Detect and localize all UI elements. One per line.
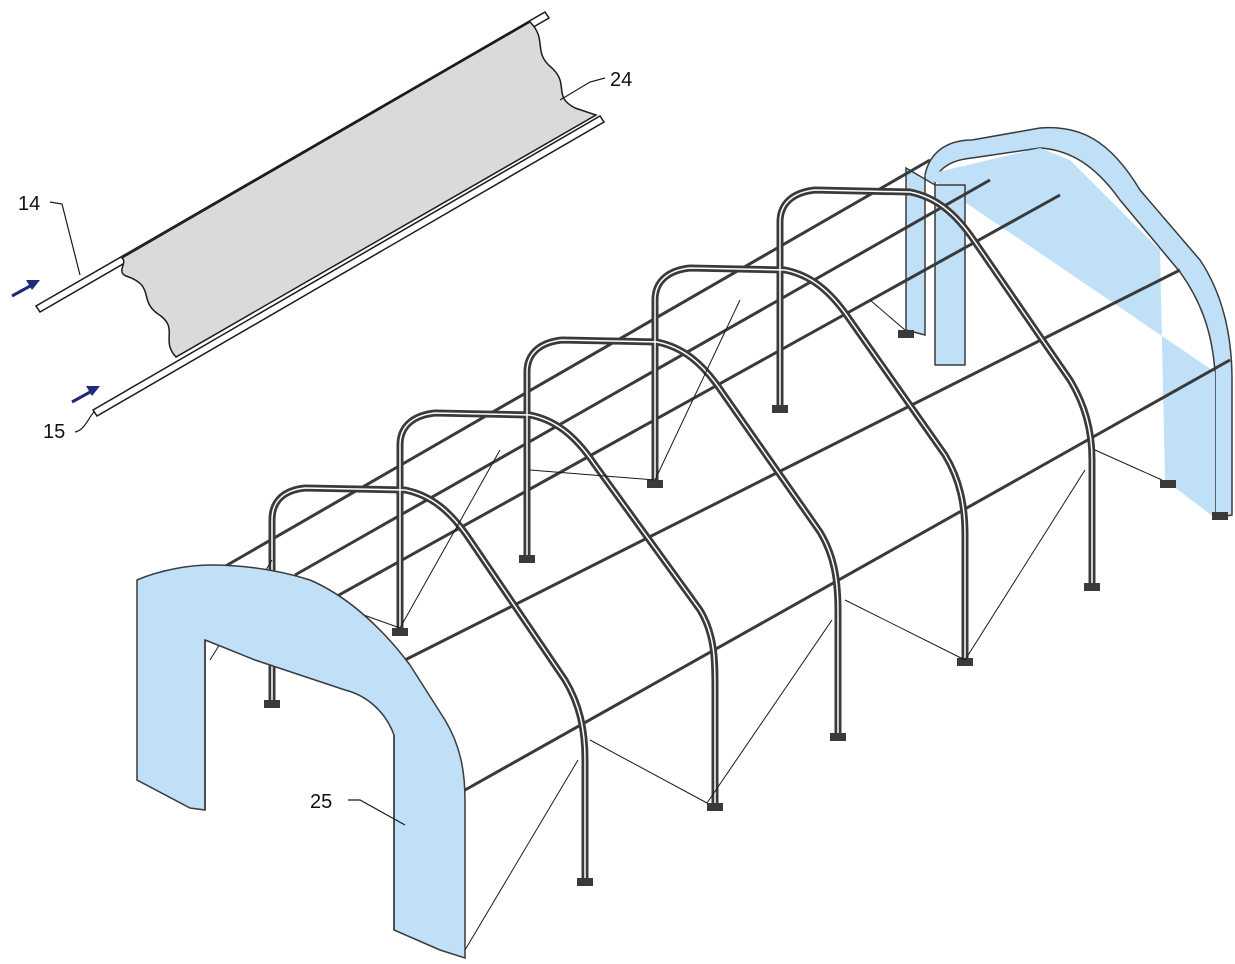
leader-15 <box>74 411 95 433</box>
front-end-wall <box>136 564 466 960</box>
label-14: 14 <box>18 193 40 215</box>
fabric-panel <box>120 21 598 358</box>
leader-24 <box>559 77 606 101</box>
roof-panel-detail <box>11 10 606 418</box>
rear-end-wall <box>905 126 1233 519</box>
base-plates <box>264 330 1228 886</box>
keder-tube-lower <box>91 114 606 418</box>
truss-inner <box>271 189 1093 880</box>
arch-3 <box>523 336 842 735</box>
leader-14 <box>49 201 81 276</box>
purlins <box>209 158 1231 792</box>
label-15: 15 <box>43 421 65 443</box>
insert-arrow-upper <box>11 280 40 298</box>
leader-lines <box>49 77 606 826</box>
insert-arrow-lower <box>71 386 100 404</box>
label-25: 25 <box>310 791 332 813</box>
leader-25 <box>348 799 406 826</box>
label-24: 24 <box>610 69 632 91</box>
rear-door <box>934 184 966 366</box>
